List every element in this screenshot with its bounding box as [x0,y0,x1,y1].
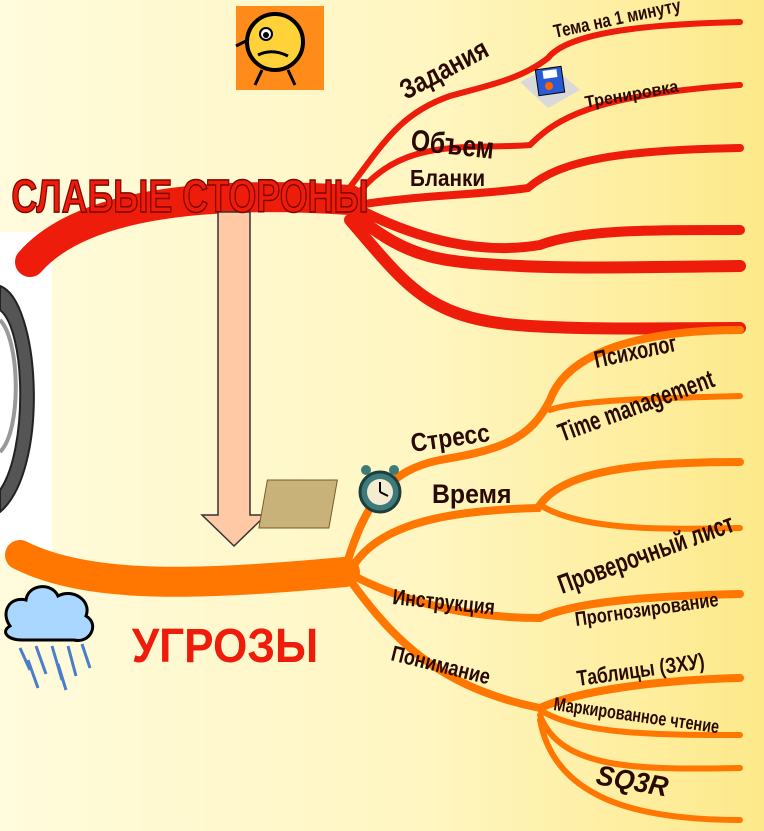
worried-face-icon [235,6,324,90]
branch-label-obem: Объем [409,123,496,165]
leaf-label-prognozirovanie: Прогнозирование [573,587,719,630]
leaf-label-trenirovka: Тренировка [583,76,680,112]
rain-cloud-icon [4,585,95,691]
floppy-disk-icon [520,65,580,108]
weak-branches [15,19,746,335]
leaf-label-tema: Тема на 1 минуту [551,0,683,42]
weak-title: СЛАБЫЕ СТОРОНЫ [11,171,368,222]
gauge-photo-icon [0,232,52,554]
branch-label-vremya: Время [432,480,511,509]
branch-label-ponimanie: Понимание [389,642,493,690]
threats-title: УГРОЗЫ [132,618,319,672]
branch-label-instrukciya: Инструкция [391,585,496,620]
alarm-clock-icon [258,465,402,529]
down-arrow-icon [200,211,268,548]
branch-label-blanki: Бланки [410,165,485,191]
